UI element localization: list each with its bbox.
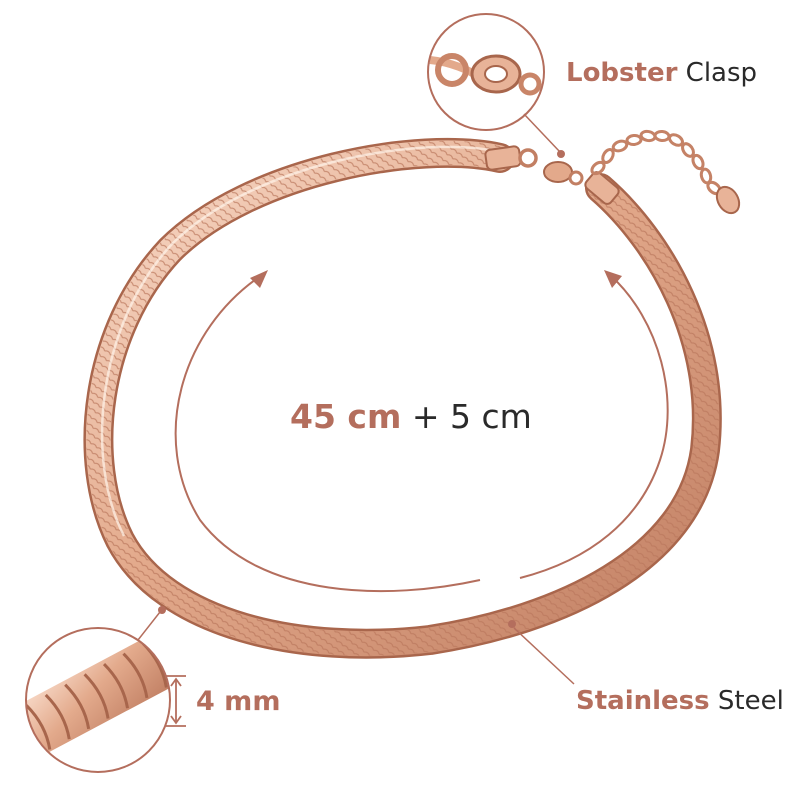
lobster-clasp-small xyxy=(518,148,584,186)
material-label-plain: Steel xyxy=(717,686,784,716)
clasp-label: Lobster Clasp xyxy=(566,60,757,86)
width-label: 4 mm xyxy=(196,688,280,715)
snake-chain xyxy=(83,137,722,659)
arrowheads xyxy=(250,270,622,288)
extension-charm xyxy=(715,185,741,215)
material-label: Stainless Steel xyxy=(576,688,784,714)
width-magnifier xyxy=(25,627,171,773)
length-label: 45 cm + 5 cm xyxy=(290,400,532,433)
clasp-magnifier xyxy=(427,13,545,131)
length-extension: + 5 cm xyxy=(411,397,532,436)
length-main: 45 cm xyxy=(290,397,402,436)
length-arrows xyxy=(174,274,669,593)
clasp-label-plain: Clasp xyxy=(685,58,758,88)
clasp-label-accent: Lobster xyxy=(566,58,678,88)
width-leader-line xyxy=(137,606,166,641)
material-leader-line xyxy=(508,620,575,685)
material-label-accent: Stainless xyxy=(576,686,710,716)
width-value: 4 mm xyxy=(196,686,281,717)
clasp-leader-line xyxy=(523,113,565,158)
width-dimension-marker xyxy=(166,675,186,727)
